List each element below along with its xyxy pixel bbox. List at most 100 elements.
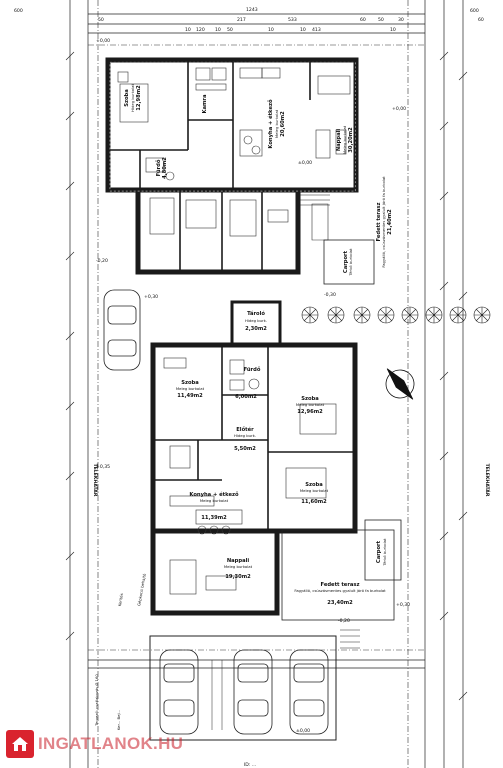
dim-label: 120 [196, 27, 205, 33]
svg-text:Előtér: Előtér [236, 426, 254, 433]
dim-label: 10 [215, 27, 221, 33]
svg-text:Meleg burkolat: Meleg burkolat [300, 488, 329, 493]
fence-label: Kerítés [117, 593, 124, 607]
dim-label: 533 [288, 17, 297, 23]
svg-text:11,60m2: 11,60m2 [301, 499, 327, 505]
svg-text:2,30m2: 2,30m2 [245, 326, 267, 332]
level-marker: +0,30 [144, 294, 158, 300]
car-icon [159, 649, 199, 735]
ramp [340, 629, 360, 649]
svg-text:Fedett terasz: Fedett terasz [376, 202, 382, 241]
dim-label: 60 [360, 17, 366, 23]
level-marker: -0,20 [338, 618, 350, 624]
svg-text:Hideg burk.: Hideg burk. [245, 318, 267, 323]
level-marker: -0,20 [96, 258, 108, 264]
room-label-nappali2: Nappali Meleg burkolat 19,30m2 [224, 558, 253, 580]
svg-text:Kamra: Kamra [202, 94, 208, 113]
svg-text:Meleg burkolat: Meleg burkolat [296, 402, 325, 407]
svg-text:Fagyálló, csúszásmentes gyalul: Fagyálló, csúszásmentes gyalult járó fa … [381, 176, 386, 268]
svg-text:Meleg burkolat: Meleg burkolat [176, 386, 205, 391]
svg-text:Szoba: Szoba [124, 89, 130, 107]
bottom-carport [149, 635, 337, 741]
dim-label: 217 [237, 17, 246, 23]
level-marker: +0,00 [392, 106, 406, 112]
level-marker: ±0,00 [298, 160, 312, 166]
car-icon [103, 289, 141, 371]
dim-label: 10 [185, 27, 191, 33]
top-dimensions: 600 1243 600 50 10 120 10 50 217 10 533 … [14, 7, 484, 33]
dim-label: 50 [378, 17, 384, 23]
svg-text:11,39m2: 11,39m2 [201, 515, 227, 521]
car-icon [233, 649, 273, 735]
room-label-szoba4: Szoba Meleg burkolat 11,60m2 [300, 482, 329, 505]
dim-label: 50 [227, 27, 233, 33]
svg-text:Szoba: Szoba [181, 380, 199, 386]
dim-label: 30 [398, 17, 404, 23]
dim-label: 10 [268, 27, 274, 33]
room-label-carport2: Carport Térkő burkolat [376, 538, 387, 566]
svg-text:Meleg burkolat: Meleg burkolat [224, 564, 253, 569]
north-arrow-icon [385, 368, 415, 400]
level-marker: +0,30 [396, 602, 410, 608]
svg-text:6,00m2: 6,00m2 [235, 394, 257, 400]
room-label-kamra: Kamra [202, 94, 208, 113]
dim-label: 10 [390, 27, 396, 33]
dim-label: 600 [470, 8, 479, 14]
room-label-szoba2: Szoba Meleg burkolat 11,49m2 [176, 380, 205, 399]
level-marker: -0,30 [324, 292, 336, 298]
watermark-text: INGATLANOK.HU [38, 734, 184, 753]
svg-text:Carport: Carport [376, 540, 382, 563]
svg-text:Meleg burkolat: Meleg burkolat [274, 109, 279, 138]
svg-text:5,50m2: 5,50m2 [234, 446, 256, 452]
dim-label: 1243 [246, 7, 258, 13]
svg-text:Fagyálló, csúszásmentes gyalul: Fagyálló, csúszásmentes gyalult járó fa … [294, 588, 386, 593]
bottom-note: Ker... Bej... [116, 710, 121, 730]
svg-text:Tároló: Tároló [247, 310, 265, 317]
level-marker: ±0,00 [296, 728, 310, 734]
room-label-szoba3: Szoba Meleg burkolat 12,96m2 [296, 396, 325, 415]
room-label-terasz1: Fedett terasz Fagyálló, csúszásmentes gy… [376, 176, 393, 268]
dim-label: 60 [478, 17, 484, 23]
car-icon [289, 649, 329, 735]
dim-label: 600 [14, 8, 23, 14]
svg-text:Hideg burkolat: Hideg burkolat [130, 84, 135, 112]
svg-text:Carport: Carport [343, 250, 349, 273]
svg-text:11,49m2: 11,49m2 [177, 393, 203, 399]
svg-text:Fürdő: Fürdő [156, 159, 162, 176]
svg-text:Nappali: Nappali [227, 558, 250, 564]
room-label-furdo1: Fürdő 4,80m2 [156, 157, 168, 179]
dim-label: 413 [312, 27, 321, 33]
svg-text:23,40m2: 23,40m2 [327, 600, 353, 606]
svg-text:Fedett terasz: Fedett terasz [320, 582, 359, 588]
room-label-tarolo: Tároló Hideg burk. 2,30m2 [245, 310, 267, 332]
svg-text:Konyha + étkező: Konyha + étkező [189, 491, 239, 498]
house-logo-icon [6, 730, 34, 758]
watermark: INGATLANOK.HU [6, 728, 202, 760]
svg-text:19,30m2: 19,30m2 [225, 574, 251, 580]
dim-label: 50 [98, 17, 104, 23]
svg-text:Meleg burkolat: Meleg burkolat [342, 125, 347, 154]
level-marker: +0,35 [96, 464, 110, 470]
property-lines [88, 0, 425, 768]
room-label-konyha2: Konyha + étkező Meleg burkolat 11,39m2 [189, 491, 239, 521]
svg-text:Konyha + étkező: Konyha + étkező [267, 99, 274, 149]
lower-house: Tároló Hideg burk. 2,30m2 Szoba Meleg bu… [150, 300, 402, 621]
svg-text:Hideg burk.: Hideg burk. [234, 433, 256, 438]
left-boundary-label: TELEKHATÁR [92, 464, 99, 497]
dim-label: 10 [300, 27, 306, 33]
frame-lines [69, 0, 464, 768]
svg-text:Nappali: Nappali [336, 129, 342, 152]
svg-text:30,20m2: 30,20m2 [348, 127, 354, 153]
tree-row [301, 306, 491, 324]
sign-label: Tervező: csatlakozás Ø 160 [94, 674, 99, 727]
svg-text:Szoba: Szoba [301, 396, 319, 402]
dimension-ticks [65, 51, 468, 701]
room-label-carport1: Carport Térkő burkolat [343, 248, 353, 276]
room-label-konyha1: Konyha + étkező Meleg burkolat 20,60m2 [267, 99, 286, 149]
svg-text:Szoba: Szoba [305, 482, 323, 488]
svg-text:Térkő burkolat: Térkő burkolat [382, 538, 387, 566]
svg-text:4,80m2: 4,80m2 [162, 157, 168, 179]
upper-house: Szoba Hideg burkolat 12,98m2 Fürdő 4,80m… [105, 57, 393, 285]
room-label-szoba1: Szoba Hideg burkolat 12,98m2 [124, 84, 142, 112]
svg-text:12,98m2: 12,98m2 [136, 85, 142, 111]
